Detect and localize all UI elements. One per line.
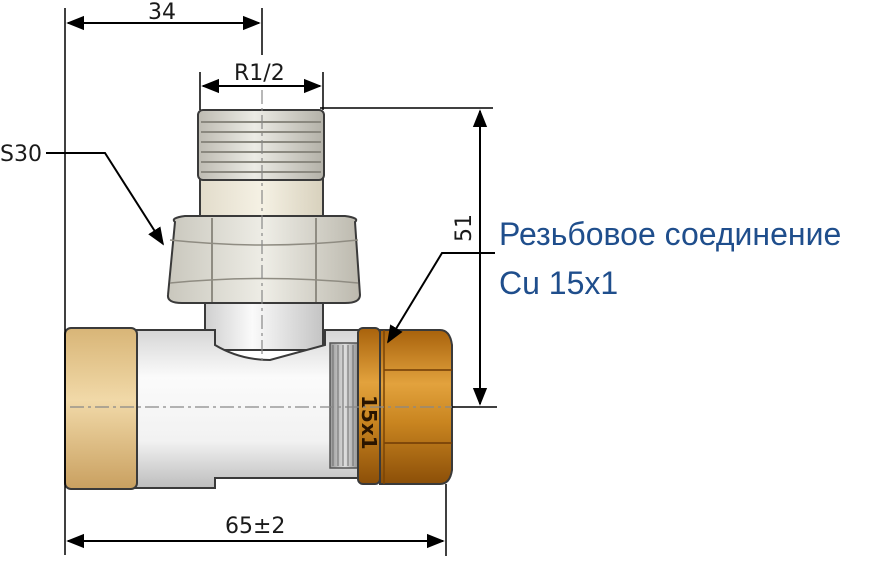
- dimension-thread: R1/2: [199, 61, 324, 110]
- dimension-65-label: 65±2: [225, 514, 285, 539]
- valve-body: [134, 289, 361, 489]
- inlet-plug: [64, 327, 138, 490]
- hex-nut: [166, 215, 362, 304]
- callout-line-2: Cu 15x1: [499, 265, 618, 301]
- dimension-34-label: 34: [148, 0, 176, 25]
- dimension-51: 51: [320, 107, 497, 408]
- compression-nut: 15x1: [357, 327, 453, 485]
- dimension-thread-label: R1/2: [234, 61, 285, 86]
- dimension-hex: S30: [0, 142, 164, 246]
- dimension-65: 65±2: [66, 484, 447, 556]
- dimension-hex-label: S30: [0, 142, 42, 167]
- upper-thread: [197, 109, 325, 229]
- nut-marking: 15x1: [357, 395, 381, 450]
- callout-line-1: Резьбовое соединение: [499, 216, 841, 252]
- dimension-34: 34: [64, 0, 263, 555]
- callout-leader: [387, 252, 495, 344]
- dimension-51-label: 51: [452, 214, 477, 242]
